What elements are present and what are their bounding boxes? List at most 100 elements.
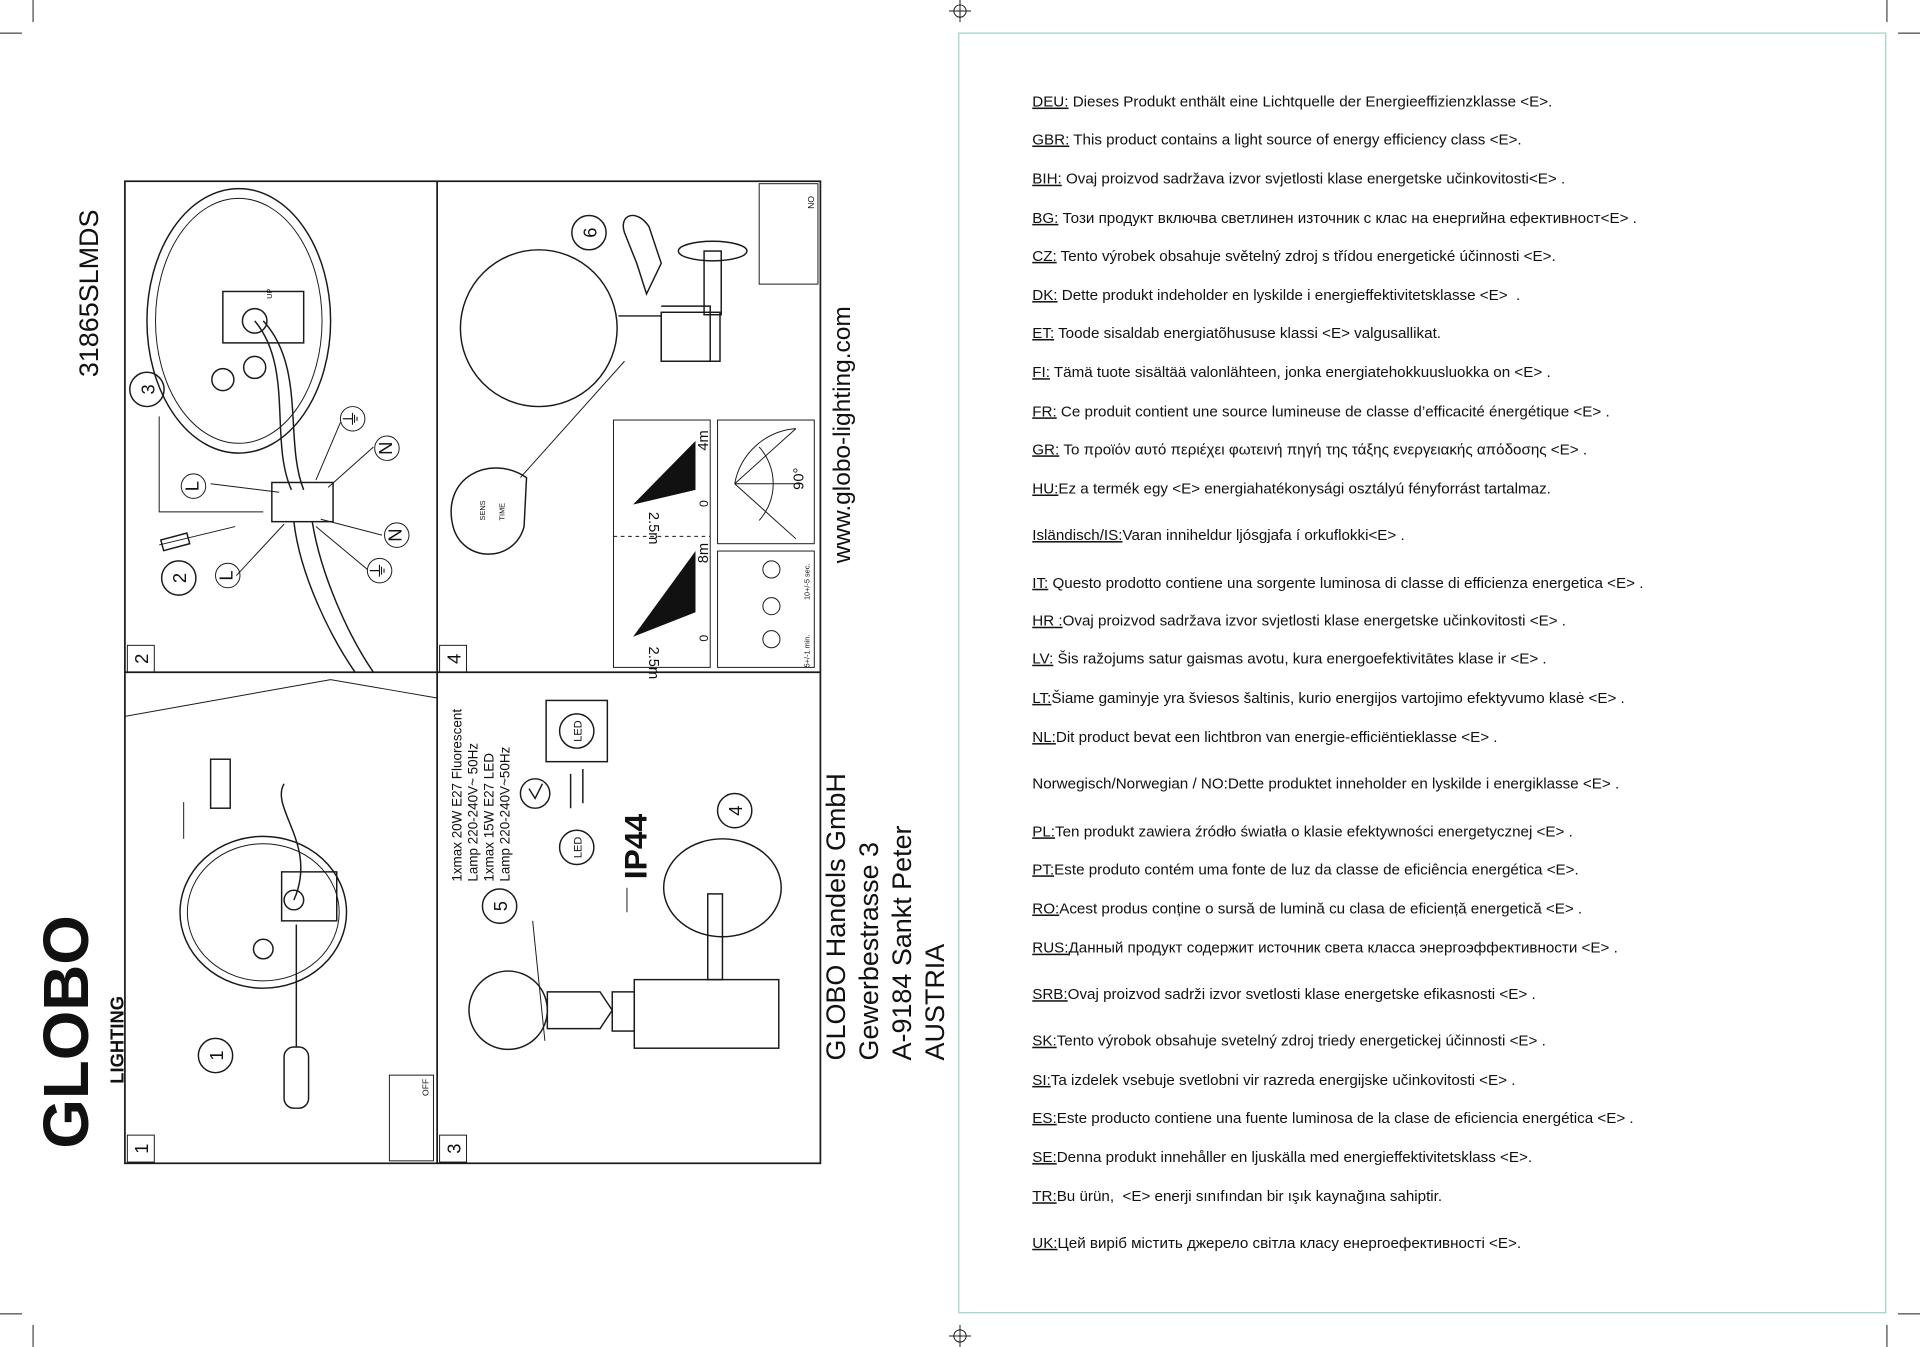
lamp-spec-line: Lamp 220-240V~50Hz bbox=[497, 746, 512, 881]
statement-text: Цей виріб містить джерело світла класу е… bbox=[1058, 1235, 1522, 1252]
energy-statement: RO:Acest produs conține o sursă de lumin… bbox=[1032, 901, 1582, 918]
lamp-spec-line: 1xmax 15W E27 LED bbox=[481, 753, 496, 882]
language-code: PL: bbox=[1032, 823, 1055, 840]
step-number: 5 bbox=[490, 901, 511, 911]
address-line: Gewerbestrasse 3 bbox=[854, 842, 884, 1060]
statement-text: Šis ražojums satur gaismas avotu, kura e… bbox=[1053, 651, 1546, 668]
time-min: 5+/-1 min. bbox=[802, 635, 811, 668]
language-code: CZ: bbox=[1032, 248, 1056, 265]
statement-text: Varan inniheldur ljósgjafa í orkuflokki<… bbox=[1122, 527, 1404, 544]
panel-number: 3 bbox=[443, 1143, 464, 1153]
statement-text: Dieses Produkt enthält eine Lichtquelle … bbox=[1068, 94, 1552, 111]
energy-statement: UK:Цей виріб містить джерело світла клас… bbox=[1032, 1235, 1521, 1252]
step-number: 6 bbox=[579, 228, 600, 238]
energy-statement: DEU: Dieses Produkt enthält eine Lichtqu… bbox=[1032, 94, 1552, 111]
energy-statement: ES:Este producto contiene una fuente lum… bbox=[1032, 1110, 1633, 1127]
language-code: SI: bbox=[1032, 1072, 1051, 1089]
language-code: GBR: bbox=[1032, 132, 1069, 149]
energy-statement: FI: Tämä tuote sisältää valonlähteen, jo… bbox=[1032, 364, 1550, 381]
energy-statement: LV: Šis ražojums satur gaismas avotu, ku… bbox=[1032, 651, 1546, 668]
energy-statement: PL:Ten produkt zawiera źródło światła o … bbox=[1032, 823, 1573, 840]
statement-text: Denna produkt innehåller en ljuskälla me… bbox=[1057, 1149, 1532, 1166]
range-8m: 8m bbox=[696, 543, 712, 563]
step-number: 1 bbox=[206, 1050, 227, 1060]
mounting-illustration bbox=[124, 679, 438, 1162]
statement-text: Το προϊόν αυτό περιέχει φωτεινή πηγή της… bbox=[1059, 441, 1587, 458]
energy-statement: NL:Dit product bevat een lichtbron van e… bbox=[1032, 729, 1497, 746]
time-label: TIME bbox=[497, 503, 506, 521]
mount-height: 2.5m bbox=[645, 512, 661, 545]
energy-statement: RUS:Данный продукт содержит источник све… bbox=[1032, 940, 1618, 957]
range-zero: 0 bbox=[697, 635, 711, 642]
statement-text: Ce produit contient une source lumineuse… bbox=[1057, 403, 1610, 420]
language-code: BIH: bbox=[1032, 171, 1062, 188]
mount-height: 2.5m bbox=[645, 647, 661, 680]
range-4m: 4m bbox=[696, 430, 712, 450]
switch-on-label: ON bbox=[806, 196, 816, 209]
energy-statement: HR :Ovaj proizvod sadržava izvor svjetlo… bbox=[1032, 613, 1566, 630]
wire-label-n: N bbox=[375, 442, 396, 455]
energy-statement: PT:Este produto contém uma fonte de luz … bbox=[1032, 861, 1579, 878]
energy-statement: GBR: This product contains a light sourc… bbox=[1032, 132, 1521, 149]
statement-text: Tento výrobok obsahuje svetelný zdroj tr… bbox=[1057, 1033, 1546, 1050]
wire-label-l: L bbox=[216, 570, 237, 580]
language-code: HU: bbox=[1032, 481, 1058, 498]
time-max: 10+/-5 sec. bbox=[802, 564, 811, 600]
panel-number: 4 bbox=[443, 654, 464, 664]
statement-text: This product contains a light source of … bbox=[1069, 132, 1521, 149]
language-code: NL: bbox=[1032, 729, 1056, 746]
lamp-spec-line: Lamp 220-240V~ 50Hz bbox=[466, 743, 481, 882]
language-code: UK: bbox=[1032, 1235, 1057, 1252]
statement-text: Este produto contém uma fonte de luz da … bbox=[1054, 861, 1579, 878]
language-code: FR: bbox=[1032, 403, 1056, 420]
panel-number: 1 bbox=[131, 1143, 152, 1153]
lamp-spec-line: 1xmax 20W E27 Fluorescent bbox=[450, 709, 465, 882]
statement-text: Ovaj proizvod sadržava izvor svjetlosti … bbox=[1062, 171, 1565, 188]
statement-text: Ez a termék egy <E> energiahatékonysági … bbox=[1058, 481, 1551, 498]
energy-statement: LT:Šiame gaminyje yra šviesos šaltinis, … bbox=[1032, 690, 1625, 707]
led-label: LED bbox=[573, 720, 585, 741]
wire-label-earth: ⏚ bbox=[341, 410, 362, 428]
sens-label: SENS bbox=[478, 500, 487, 520]
language-code: RO: bbox=[1032, 901, 1059, 918]
statement-text: Norwegisch/Norwegian / NO:Dette produkte… bbox=[1032, 776, 1619, 793]
energy-statement: CZ: Tento výrobek obsahuje světelný zdro… bbox=[1032, 248, 1555, 265]
range-zero: 0 bbox=[697, 500, 711, 507]
statement-text: Toode sisaldab energiatõhususe klassi <E… bbox=[1054, 325, 1441, 342]
statement-text: Ovaj proizvod sadrži izvor svetlosti kla… bbox=[1068, 986, 1536, 1003]
language-code: GR: bbox=[1032, 441, 1059, 458]
energy-statement: GR: Το προϊόν αυτό περιέχει φωτεινή πηγή… bbox=[1032, 441, 1587, 458]
sensor-illustration bbox=[450, 183, 819, 668]
panel-number: 2 bbox=[131, 654, 152, 664]
statement-text: Questo prodotto contiene una sorgente lu… bbox=[1048, 575, 1643, 592]
address-line: GLOBO Handels GmbH bbox=[821, 773, 851, 1060]
wire-label-earth: ⏚ bbox=[367, 561, 388, 579]
wiring-illustration bbox=[129, 187, 410, 673]
statement-text: Този продукт включва светлинен източник … bbox=[1058, 210, 1637, 227]
language-code: HR : bbox=[1032, 613, 1062, 630]
statement-text: Este producto contiene una fuente lumino… bbox=[1057, 1110, 1634, 1127]
step-number: 4 bbox=[725, 806, 746, 816]
energy-statement: Isländisch/IS:Varan inniheldur ljósgjafa… bbox=[1032, 527, 1404, 544]
language-code: LT: bbox=[1032, 690, 1051, 707]
step-number: 2 bbox=[169, 573, 190, 583]
address-line: AUSTRIA bbox=[920, 944, 950, 1061]
language-code: SK: bbox=[1032, 1033, 1056, 1050]
language-code: FI: bbox=[1032, 364, 1050, 381]
wire-label-n: N bbox=[385, 528, 406, 541]
statement-text: Dit product bevat een lichtbron van ener… bbox=[1056, 729, 1498, 746]
energy-page-frame bbox=[958, 32, 1887, 1314]
statement-text: Ovaj proizvod sadržava izvor svjetlosti … bbox=[1063, 613, 1566, 630]
energy-statement: Norwegisch/Norwegian / NO:Dette produkte… bbox=[1032, 776, 1619, 793]
statement-text: Ten produkt zawiera źródło światła o kla… bbox=[1055, 823, 1573, 840]
step-number: 3 bbox=[137, 384, 158, 394]
energy-statement: ET: Toode sisaldab energiatõhususe klass… bbox=[1032, 325, 1441, 342]
language-code: ES: bbox=[1032, 1110, 1056, 1127]
led-label: LED bbox=[573, 837, 585, 858]
globo-logo: GLOBO LIGHTING bbox=[31, 915, 128, 1148]
brand-sub: LIGHTING bbox=[107, 996, 128, 1084]
energy-statement: FR: Ce produit contient une source lumin… bbox=[1032, 403, 1609, 420]
diagram-frame bbox=[124, 180, 822, 1165]
energy-statement: BIH: Ovaj proizvod sadržava izvor svjetl… bbox=[1032, 171, 1565, 188]
